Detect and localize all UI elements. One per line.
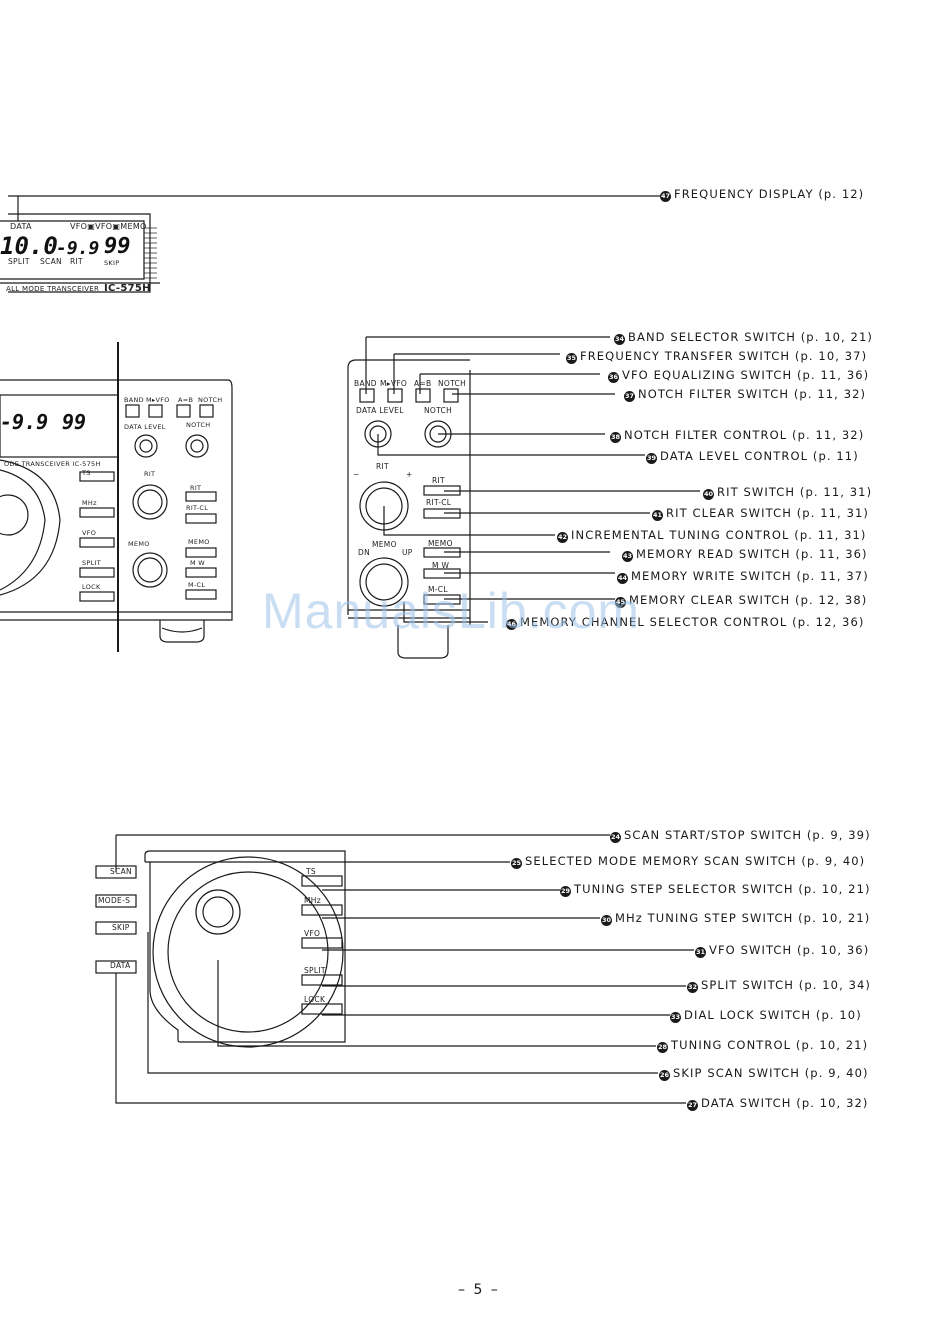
bottom-split-label: SPLIT [304,966,326,975]
panel-dn-label: DN [358,548,370,557]
panel-ab-label: A=B [414,379,432,388]
display-channel: 99 [104,234,131,259]
panel-rit-cl-label: RIT-CL [426,498,452,507]
panel-band-label: BAND [354,379,377,388]
mid-left-lock-label: LOCK [82,583,101,591]
panel-mcl-label: M-CL [428,585,448,594]
watermark: ManualsLib.com [262,583,641,639]
mid-left-rit-knob-label: RIT [144,470,156,478]
panel-memo-label: MEMO [428,539,453,548]
display-model-text: ALL MODE TRANSCEIVER [6,285,100,293]
mid-left-ts-label: TS [82,469,91,477]
bottom-scan-label: SCAN [110,867,132,876]
mid-left-vfo-label: VFO [82,529,97,537]
mid-left-data-level-label: DATA LEVEL [124,423,166,431]
panel-minus: − [353,470,360,479]
display-split: SPLIT [8,257,30,266]
mid-left-ab-label: A=B [178,396,194,404]
display-skip: SKIP [104,259,120,267]
page-number: – 5 – [458,1282,500,1298]
bottom-vfo-label: VFO [304,929,321,938]
panel-rit-knob-label: RIT [376,462,389,471]
mid-left-rit-cl-label: RIT-CL [186,504,209,512]
display-rit: RIT [70,257,83,266]
mid-left-band-label: BAND [124,396,144,404]
display-scan: SCAN [40,257,62,266]
panel-memo-knob-label: MEMO [372,540,397,549]
mid-left-notch-knob-label: NOTCH [186,421,211,429]
mid-left-mvfo-label: M▸VFO [146,396,170,404]
bottom-ts-label: TS [306,867,316,876]
panel-up-label: UP [402,548,413,557]
display-offset: -9.9 [56,238,100,259]
radio-front-mid-left [0,342,233,652]
panel-data-level-label: DATA LEVEL [356,406,404,415]
panel-mvfo-label: M▸VFO [380,379,408,388]
mid-left-notch-label: NOTCH [198,396,223,404]
mid-left-memo-label: MEMO [188,538,210,546]
bottom-mode-s-label: MODE-S [98,896,131,905]
mid-left-memo-knob-label: MEMO [128,540,150,548]
bottom-lock-label: LOCK [304,995,326,1004]
mid-display-channel: 99 [62,410,87,434]
mid-display-model: ODE TRANSCEIVER IC-575H [4,460,101,468]
panel-plus: + [406,470,413,479]
mid-left-mw-label: M W [190,559,206,567]
frequency-display-drawing [0,195,660,293]
mid-display-frequency: -9.9 [0,410,49,434]
panel-mw-label: M W [432,561,450,570]
display-frequency: 10.0 [0,232,58,260]
mid-left-mhz-label: MHz [82,499,97,507]
panel-notch-knob-label: NOTCH [424,406,453,415]
display-data-label: DATA [10,222,32,231]
bottom-skip-label: SKIP [112,923,130,932]
display-vfo-memo-label: VFO▣VFO▣MEMO [70,222,147,231]
panel-rit-label: RIT [432,476,445,485]
mid-left-mcl-label: M-CL [188,581,206,589]
mid-left-rit-label: RIT [190,484,202,492]
panel-notch-label: NOTCH [438,379,467,388]
bottom-data-label: DATA [110,961,131,970]
control-panel-mid [347,336,700,659]
control-panel-bottom [95,834,694,1104]
mid-left-split-label: SPLIT [82,559,102,567]
bottom-mhz-label: MHz [304,896,321,905]
display-model: IC-575H [104,283,151,294]
